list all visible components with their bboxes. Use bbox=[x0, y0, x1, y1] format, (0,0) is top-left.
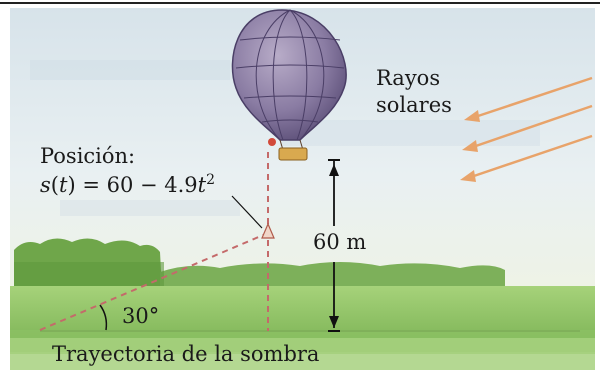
callout-pointer bbox=[231, 195, 263, 229]
eq-close: ) bbox=[67, 173, 76, 197]
sun-rays-label-line2: solares bbox=[376, 93, 452, 117]
height-label: 60 m bbox=[313, 230, 367, 254]
hot-air-balloon bbox=[231, 9, 347, 161]
balloon-passenger bbox=[268, 138, 276, 146]
position-equation: s(t) = 60 − 4.9t2 bbox=[40, 172, 215, 197]
height-arrow bbox=[328, 159, 340, 332]
caption-band bbox=[10, 338, 595, 370]
sun-rays-label-line1: Rayos bbox=[376, 66, 441, 90]
eq-exp: 2 bbox=[206, 172, 216, 188]
sun-ray-dashed-line bbox=[39, 232, 269, 331]
sun-rays bbox=[460, 76, 593, 182]
falling-object bbox=[261, 222, 275, 239]
shadow-path-caption: Trayectoria de la sombra bbox=[52, 342, 320, 366]
eq-var: t bbox=[58, 173, 68, 197]
position-title: Posición: bbox=[40, 144, 136, 168]
eq-var2: t bbox=[197, 173, 207, 197]
eq-open: ( bbox=[50, 173, 59, 197]
angle-arc bbox=[99, 304, 108, 331]
balloon-basket bbox=[278, 147, 308, 161]
eq-mid: = 60 − 4.9 bbox=[75, 173, 198, 197]
angle-label: 30° bbox=[122, 304, 160, 328]
eq-func: s bbox=[40, 173, 51, 197]
